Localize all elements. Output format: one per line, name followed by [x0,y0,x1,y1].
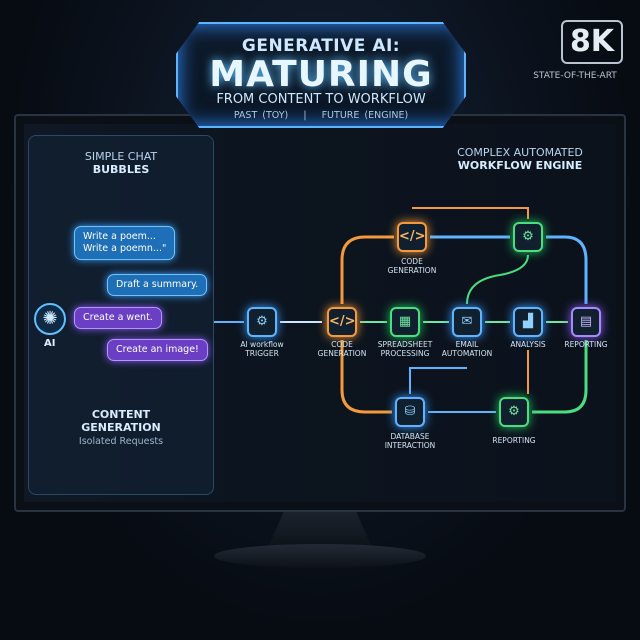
gear-icon[interactable]: ⚙ [247,307,277,337]
ai-label: AI [44,338,56,349]
connector [466,254,529,305]
chat-bubble: Create a went. [74,307,162,329]
connector [409,367,467,394]
code-icon[interactable]: </> [397,222,427,252]
title-main: MATURING [209,54,433,95]
chat-bubble: Create an image! [107,339,208,361]
monitor-stand-base [214,544,426,568]
isolated-requests: Isolated Requests [78,436,164,447]
engine-heading-1: COMPLEX AUTOMATED [457,146,583,159]
monitor-stand-neck [268,512,372,548]
engine-heading-2: WORKFLOW ENGINE [457,159,583,172]
node-label: CODE GENERATION [317,340,367,358]
database-search-icon[interactable]: ⛁ [395,397,425,427]
openai-swirl-icon: ✺ [34,303,66,335]
node-label: DATABASE INTERACTION [384,432,436,450]
code-icon[interactable]: </> [327,307,357,337]
gears-icon[interactable]: ⚙ [513,222,543,252]
chat-heading-2: BUBBLES [92,163,150,176]
node-label: ANALYSIS [510,340,546,349]
node-label: SPREADSHEET PROCESSING [377,340,433,358]
connector [340,235,394,304]
connector [546,235,588,304]
content-gen-2: GENERATION [81,421,161,434]
chat-bubble: Draft a summary. [107,274,208,296]
future-label: FUTURE (ENGINE) [321,110,409,121]
connector [532,340,588,414]
divider: | [303,110,307,121]
gear-chart-icon[interactable]: ⚙ [499,397,529,427]
node-label: CODE GENERATION [387,257,437,275]
document-icon[interactable]: ▤ [571,307,601,337]
8k-badge: 8K [561,20,623,64]
connector [340,340,392,414]
chart-icon[interactable]: ▟ [513,307,543,337]
chat-bubble: Write a poem... Write a poemn..." [74,226,176,260]
past-label: PAST (TOY) [233,110,289,121]
subtitle: FROM CONTENT TO WORKFLOW [216,92,426,107]
node-label: REPORTING [492,436,536,445]
chat-heading-1: SIMPLE CHAT [84,150,158,163]
content-gen-1: CONTENT [91,408,151,421]
title-banner: GENERATIVE AI: MATURING FROM CONTENT TO … [176,22,466,128]
past-future-labels: PAST (TOY) | FUTURE (ENGINE) [178,110,464,121]
node-label: REPORTING [564,340,608,349]
node-label: AI workflow TRIGGER [240,340,284,358]
connector [412,207,529,219]
email-icon[interactable]: ✉ [452,307,482,337]
badge-caption: STATE-OF-THE-ART [533,71,617,81]
spreadsheet-icon[interactable]: ▦ [390,307,420,337]
node-label: EMAIL AUTOMATION [441,340,493,358]
title-top: GENERATIVE AI: [241,36,401,56]
